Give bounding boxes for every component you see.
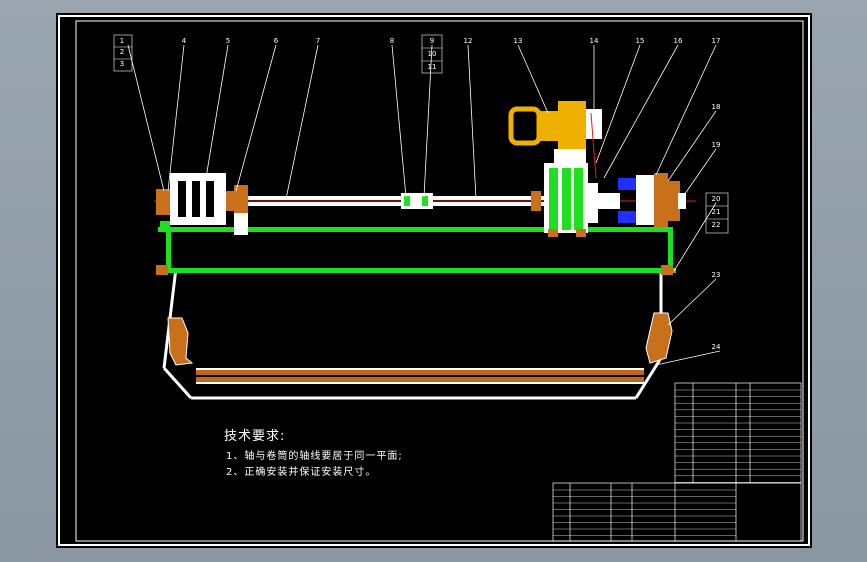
part-number-labels: 1 2 3 4 5 6 7 8 9 10 11 12 13 14 15 16 1…	[120, 37, 721, 351]
inner-border	[75, 20, 804, 542]
part-label-8: 8	[390, 37, 394, 45]
part-label-3: 3	[120, 60, 124, 68]
part-label-6: 6	[274, 37, 279, 45]
tech-requirements-title: 技术要求:	[224, 429, 286, 444]
part-label-20: 20	[712, 195, 721, 203]
part-label-12: 12	[464, 37, 473, 45]
tech-requirement-1: 1、轴与卷筒的轴线要居于同一平面;	[226, 451, 403, 462]
green-beams	[158, 227, 676, 273]
drawing-sheet: 1 2 3 4 5 6 7 8 9 10 11 12 13 14 15 16 1…	[56, 13, 812, 548]
part-label-2: 2	[120, 48, 124, 56]
part-label-10: 10	[428, 50, 437, 58]
part-label-19: 19	[712, 141, 721, 149]
coupling-assembly	[588, 173, 686, 227]
part-label-4: 4	[182, 37, 187, 45]
title-block-rows	[553, 389, 801, 536]
part-label-5: 5	[226, 37, 230, 45]
part-label-11: 11	[428, 63, 437, 71]
lower-lugs	[167, 312, 673, 366]
part-label-17: 17	[712, 37, 721, 45]
part-label-23: 23	[712, 271, 721, 279]
part-label-9: 9	[430, 37, 434, 45]
part-label-7: 7	[316, 37, 320, 45]
assembly-drawing: 1 2 3 4 5 6 7 8 9 10 11 12 13 14 15 16 1…	[58, 15, 810, 546]
left-bearing-block	[156, 173, 248, 235]
gearbox	[531, 163, 588, 237]
part-label-1: 1	[120, 37, 124, 45]
part-label-22: 22	[712, 221, 721, 229]
title-block	[552, 382, 802, 542]
part-label-21: 21	[712, 208, 721, 216]
tech-requirement-2: 2、正确安装并保证安装尺寸。	[226, 467, 377, 478]
drum-bars	[196, 368, 644, 384]
motor	[508, 101, 602, 179]
part-label-24: 24	[712, 343, 721, 351]
part-label-13: 13	[514, 37, 523, 45]
label-boxes	[113, 34, 729, 234]
part-label-14: 14	[590, 37, 599, 45]
part-label-18: 18	[712, 103, 721, 111]
part-label-16: 16	[674, 37, 683, 45]
hanger-lugs	[156, 265, 673, 275]
leader-lines	[127, 44, 721, 366]
part-label-15: 15	[636, 37, 645, 45]
outer-border	[58, 15, 810, 546]
